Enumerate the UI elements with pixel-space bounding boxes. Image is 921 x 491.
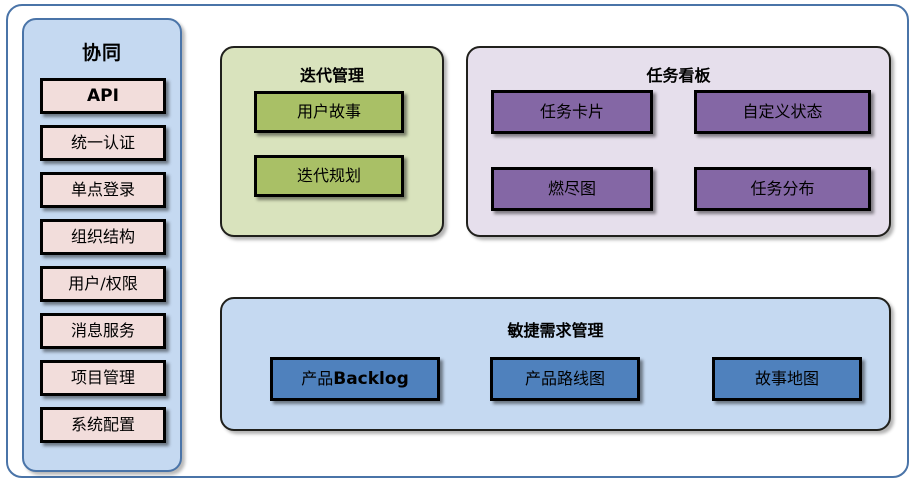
sidebar-item-project-mgmt[interactable]: 项目管理 bbox=[40, 360, 166, 396]
panel-task-board[interactable]: 任务看板 任务卡片 自定义状态 燃尽图 任务分布 bbox=[466, 46, 891, 237]
sidebar-item-user-perms[interactable]: 用户/权限 bbox=[40, 266, 166, 302]
panel-iteration-management[interactable]: 迭代管理 用户故事 迭代规划 bbox=[220, 46, 444, 237]
sidebar-item-sys-config[interactable]: 系统配置 bbox=[40, 407, 166, 443]
taskboard-item-custom-status[interactable]: 自定义状态 bbox=[694, 90, 871, 134]
taskboard-item-burndown-chart[interactable]: 燃尽图 bbox=[491, 167, 653, 211]
panel-collaboration-title: 协同 bbox=[81, 42, 122, 64]
panel-task-board-title: 任务看板 bbox=[646, 66, 711, 85]
agile-item-product-roadmap[interactable]: 产品路线图 bbox=[490, 357, 640, 401]
sidebar-item-org-structure[interactable]: 组织结构 bbox=[40, 219, 166, 255]
panel-agile-title: 敏捷需求管理 bbox=[507, 321, 604, 340]
agile-item-product-backlog-bold: Backlog bbox=[333, 368, 409, 389]
outer-frame bbox=[6, 4, 909, 478]
agile-item-product-backlog-prefix: 产品 bbox=[301, 369, 334, 389]
taskboard-item-task-card[interactable]: 任务卡片 bbox=[491, 90, 653, 134]
panel-iteration-title: 迭代管理 bbox=[299, 66, 364, 85]
sidebar-item-message-svc[interactable]: 消息服务 bbox=[40, 313, 166, 349]
iteration-item-user-story[interactable]: 用户故事 bbox=[254, 91, 404, 133]
iteration-item-iteration-planning[interactable]: 迭代规划 bbox=[254, 155, 404, 197]
sidebar-item-api[interactable]: API bbox=[40, 78, 166, 114]
panel-collaboration[interactable]: 协同 API 统一认证 单点登录 组织结构 用户/权限 消息服务 项目管理 系统… bbox=[22, 18, 182, 472]
sidebar-item-unified-auth[interactable]: 统一认证 bbox=[40, 125, 166, 161]
agile-item-story-map[interactable]: 故事地图 bbox=[712, 357, 862, 401]
sidebar-item-sso[interactable]: 单点登录 bbox=[40, 172, 166, 208]
taskboard-item-task-distribution[interactable]: 任务分布 bbox=[694, 167, 871, 211]
